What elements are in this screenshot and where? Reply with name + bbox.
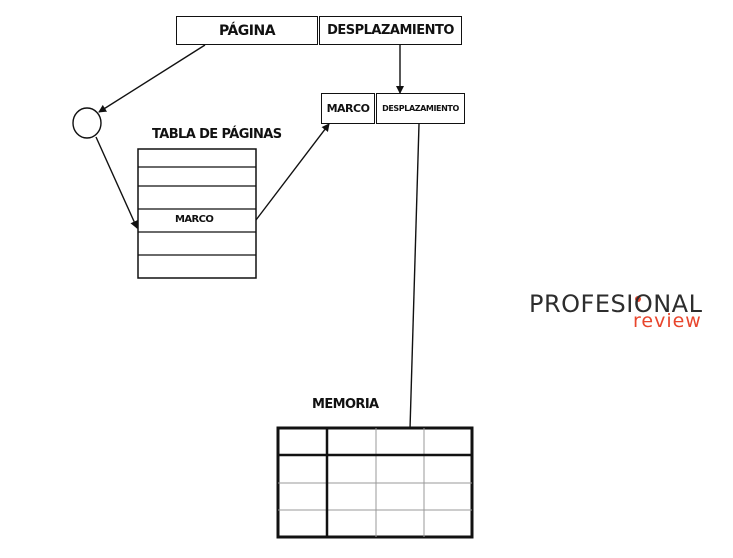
physical-frame-box: MARCO (321, 93, 375, 124)
logical-page-box: PÁGINA (176, 16, 318, 45)
physical-frame-label: MARCO (326, 102, 370, 115)
memory-grid (276, 426, 474, 539)
page-number-node (72, 107, 102, 139)
logical-offset-box: DESPLAZAMIENTO (319, 16, 462, 45)
physical-offset-box: DESPLAZAMIENTO (376, 93, 465, 124)
profesional-review-logo: PROFESIONAL review (529, 290, 714, 334)
logical-page-label: PÁGINA (218, 22, 276, 39)
page-table-title: TABLA DE PÁGINAS (152, 127, 282, 142)
line-offset-to-memory (409, 123, 420, 430)
logo-subtext: review (633, 310, 702, 332)
arrow-page-to-circle (98, 44, 206, 113)
memory-title: MEMORIA (312, 397, 379, 412)
arrow-circle-to-table (95, 136, 138, 229)
logo-wordmark: PROFESIONAL (529, 290, 703, 318)
physical-offset-label: DESPLAZAMIENTO (382, 104, 459, 113)
page-table-marco-entry: MARCO (175, 214, 214, 225)
logical-offset-label: DESPLAZAMIENTO (327, 23, 454, 38)
